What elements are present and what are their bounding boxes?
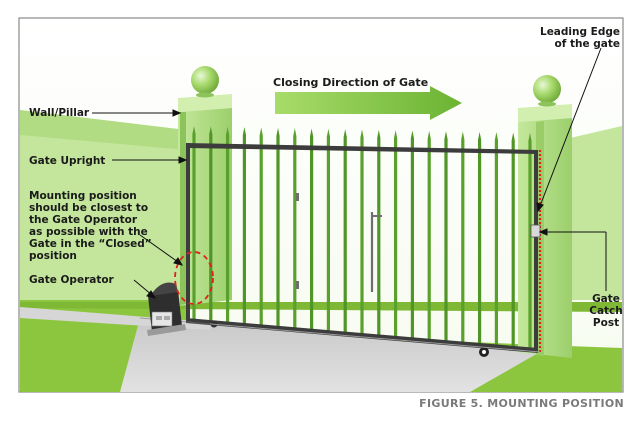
gate-picket	[377, 129, 381, 338]
right-pillar	[518, 75, 572, 358]
driveway	[120, 318, 540, 392]
gate-picket	[360, 129, 364, 336]
gate-picket	[410, 130, 414, 341]
leading-edge-label: Leading Edge of the gate	[540, 26, 620, 50]
gate-picket	[326, 128, 330, 334]
gate-picket	[444, 131, 448, 344]
gate-operator	[147, 282, 186, 336]
gate-picket	[192, 126, 196, 322]
catch-post-line-3: Post	[592, 317, 620, 329]
gate-picket	[427, 130, 431, 342]
gate-picket	[461, 131, 465, 345]
catch-post-line-1: Gate	[592, 293, 620, 305]
wall-pillar-label: Wall/Pillar	[29, 107, 90, 119]
right-pillar-ball	[533, 75, 561, 103]
leading-edge-line-1: Leading Edge	[540, 26, 620, 38]
gate-catch-post	[530, 224, 541, 238]
gate-pickets	[192, 126, 532, 351]
mounting-position-circle	[174, 251, 214, 305]
right-wall	[570, 126, 622, 300]
gate-upright	[186, 143, 190, 322]
gate-operator-label: Gate Operator	[29, 274, 114, 286]
figure-caption: FIGURE 5. MOUNTING POSITION	[419, 397, 624, 410]
gate-picket	[343, 129, 347, 335]
leading-edge-line-2: of the gate	[554, 38, 620, 50]
gate-picket	[259, 127, 263, 328]
gate-picket	[394, 130, 398, 339]
gate-picket	[209, 126, 213, 324]
gate-picket	[511, 132, 515, 349]
closing-direction-arrow	[275, 86, 462, 120]
left-wall	[20, 110, 186, 300]
closing-direction-label: Closing Direction of Gate	[273, 76, 429, 89]
mounting-note-line-6: position	[29, 250, 77, 262]
gate-picket	[226, 126, 230, 325]
mounting-note-line-5: Gate in the “Closed”	[29, 238, 152, 250]
gate-picket	[242, 127, 246, 326]
gate-picket	[494, 132, 498, 348]
gate-catch-post-label: Gate Catch Post	[586, 293, 626, 329]
gate-picket	[310, 128, 314, 332]
left-pillar-ball	[191, 66, 219, 94]
gate-picket	[276, 127, 280, 329]
mounting-note-line-1: Mounting position	[29, 190, 137, 202]
gate-picket	[528, 132, 532, 351]
left-pillar	[178, 66, 232, 306]
gate-picket	[478, 131, 482, 347]
mounting-position-note: Mounting position should be closest to t…	[29, 190, 152, 262]
mounting-note-line-4: as possible with the	[29, 226, 148, 238]
leader-lines	[92, 47, 607, 299]
catch-post-line-2: Catch	[589, 305, 623, 317]
gate-upright-label: Gate Upright	[29, 155, 106, 167]
mounting-note-line-2: should be closest to	[29, 202, 149, 214]
gate-picket	[293, 128, 297, 331]
mounting-note-line-3: the Gate Operator	[29, 214, 138, 226]
